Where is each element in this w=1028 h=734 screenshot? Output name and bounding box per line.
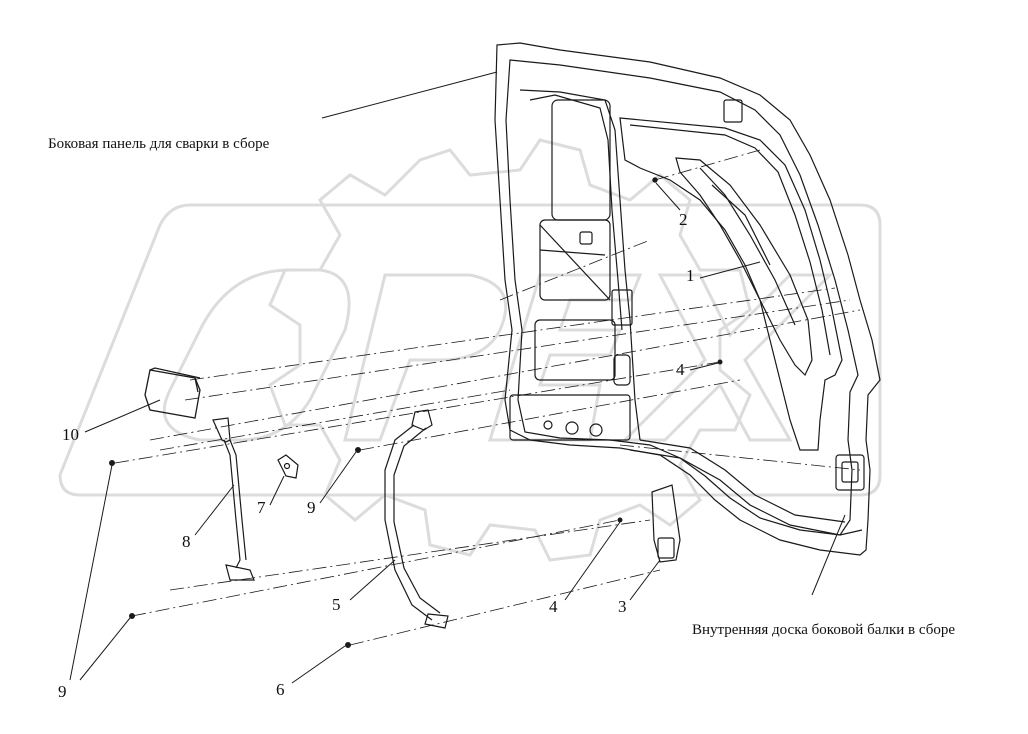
side-panel-outer-contour [494, 42, 881, 556]
watermark-letter-x [621, 273, 834, 442]
callout-8: 8 [182, 532, 191, 551]
part-1-inner-strip [675, 157, 813, 377]
fastener-9-left [109, 460, 115, 466]
hinge-plate [611, 289, 633, 326]
callout-1: 1 [686, 266, 695, 285]
leader-4-upper [689, 362, 719, 371]
fastener-6 [345, 642, 351, 648]
lower-box-hole-2 [589, 423, 603, 437]
leader-8 [194, 484, 235, 536]
leader-9-a [69, 464, 113, 681]
window-frame-inner [629, 124, 831, 356]
watermark-logo [58, 138, 882, 562]
leader-side-panel [321, 71, 498, 119]
callout-7: 7 [257, 498, 266, 517]
part-7-clip [277, 454, 299, 479]
top-mount-1 [723, 99, 743, 123]
label-side-panel: Боковая панель для сварки в сборе [48, 136, 270, 152]
callout-10: 10 [62, 425, 79, 444]
side-panel-assembly [494, 42, 881, 556]
watermark-letter-p [343, 273, 508, 442]
label-inner-beam: Внутренняя доска боковой балки в сборе [692, 622, 956, 638]
door-sill-inner [639, 439, 846, 523]
lower-box-hole-1 [565, 421, 579, 435]
top-mount-2 [579, 231, 593, 245]
leader-5 [349, 559, 396, 601]
leader-9-mid [319, 451, 357, 504]
lower-pillar-slot [613, 354, 631, 386]
pillar-diagonal-2 [539, 249, 606, 256]
pillar-window-upper [551, 99, 611, 221]
pillar-window-mid [539, 219, 611, 301]
assembly-centerlines [114, 149, 861, 646]
pillar-diagonal [539, 224, 611, 301]
door-sill [629, 449, 863, 536]
callout-5: 5 [332, 595, 341, 614]
callout-2: 2 [679, 210, 688, 229]
part-5-grab-handle [384, 409, 449, 629]
callout-9-bottom: 9 [58, 682, 67, 701]
callout-4-lower: 4 [549, 597, 558, 616]
part-3-bracket [651, 484, 681, 563]
leader-3 [629, 559, 661, 601]
window-frame [619, 117, 843, 451]
callout-6: 6 [276, 680, 285, 699]
watermark-rounded-box [58, 203, 882, 497]
callout-3: 3 [618, 597, 627, 616]
leader-inner-beam [811, 514, 846, 596]
callout-9-mid: 9 [307, 498, 316, 517]
leader-7 [269, 475, 285, 506]
pillar-left [519, 89, 641, 441]
leader-2 [655, 182, 681, 211]
leader-1 [699, 261, 761, 279]
leader-4-lower [564, 521, 621, 601]
leader-9-b [79, 617, 131, 681]
lower-box-hole-3 [543, 420, 553, 430]
fastener-9-mid [355, 447, 361, 453]
part-10-pad [144, 367, 201, 419]
pillar-left-inner [529, 94, 623, 331]
part-8-handle [212, 417, 255, 581]
leader-lines [69, 71, 846, 684]
fastener-4-lower [617, 517, 623, 523]
callout-4-upper: 4 [676, 360, 685, 379]
leader-10 [84, 399, 161, 433]
leader-6 [291, 645, 346, 684]
lower-box [509, 394, 631, 441]
watermark-letter-o [162, 268, 351, 442]
latch-housing [835, 454, 865, 491]
pillar-window-lower [534, 319, 616, 381]
latch-detail [841, 461, 859, 483]
